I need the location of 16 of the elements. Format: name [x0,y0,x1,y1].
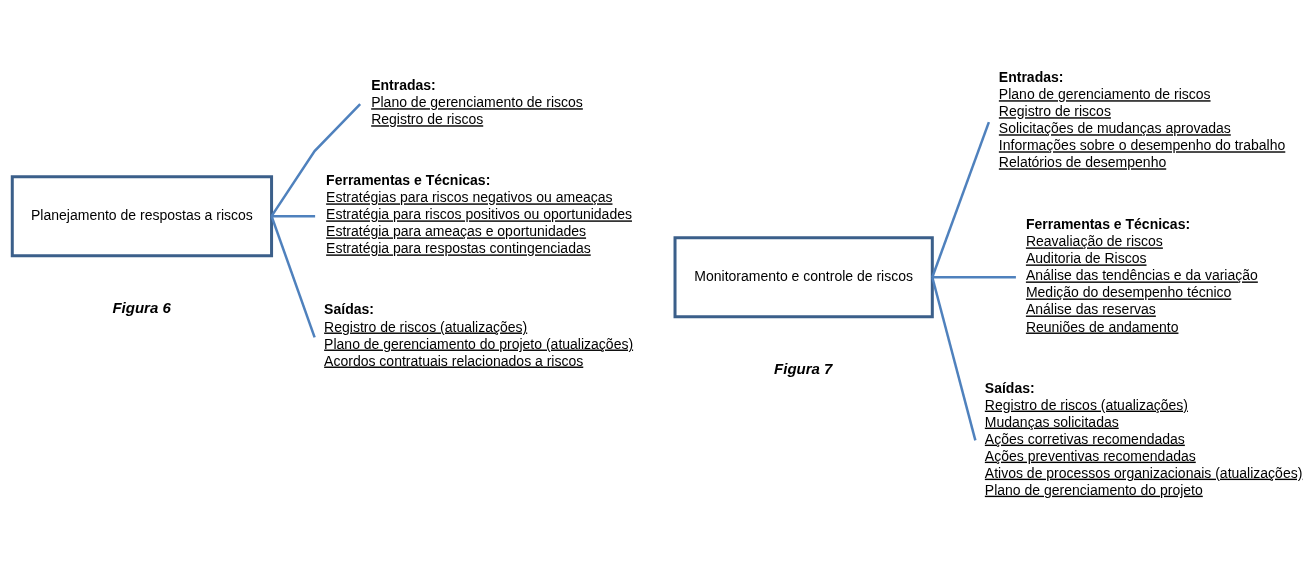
node-box: Monitoramento e controle de riscos [673,235,934,318]
connector [931,121,991,278]
connector [271,214,316,217]
node-text: Ferramentas e Técnicas: Reavaliação de riscos Auditoria de Riscos Análise das tendências e da variação Medição do desempenho técnico Análise das reservas Reuniões de andamento [1025,215,1258,334]
node-text: Entradas: Plano de gerenciamento de riscos Registro de riscos [371,76,583,127]
label: Figura 7 [774,359,833,377]
connector [270,215,316,338]
node-text: Saídas: Registro de riscos (atualizações) Mudanças solicitadas Ações corretivas recomendadas Ações preventivas recomendadas Ativos de processos organizacionais (atualizações) Plano de gerenciamento do projeto [984,379,1303,498]
node-text: Entradas: Plano de gerenciamento de riscos Registro de riscos Solicitações de mudanças aprovadas Informações sobre o desempenho do trabalho Relatórios de desempenho [998,68,1286,170]
connector [931,276,977,441]
node-box: Planejamento de respostas a riscos [10,174,274,257]
connector [270,102,362,217]
label: Figura 6 [112,298,171,316]
connector [932,275,1016,278]
node-text: Saídas: Registro de riscos (atualizações) Plano de gerenciamento do projeto (atualizações) Acordos contratuais relacionados a riscos [324,300,634,369]
node-text: Ferramentas e Técnicas: Estratégias para riscos negativos ou ameaças Estratégia para riscos positivos ou oportunidades Estratégia para ameaças e oportunidades Estratégia para respostas contingenciadas [326,171,632,256]
